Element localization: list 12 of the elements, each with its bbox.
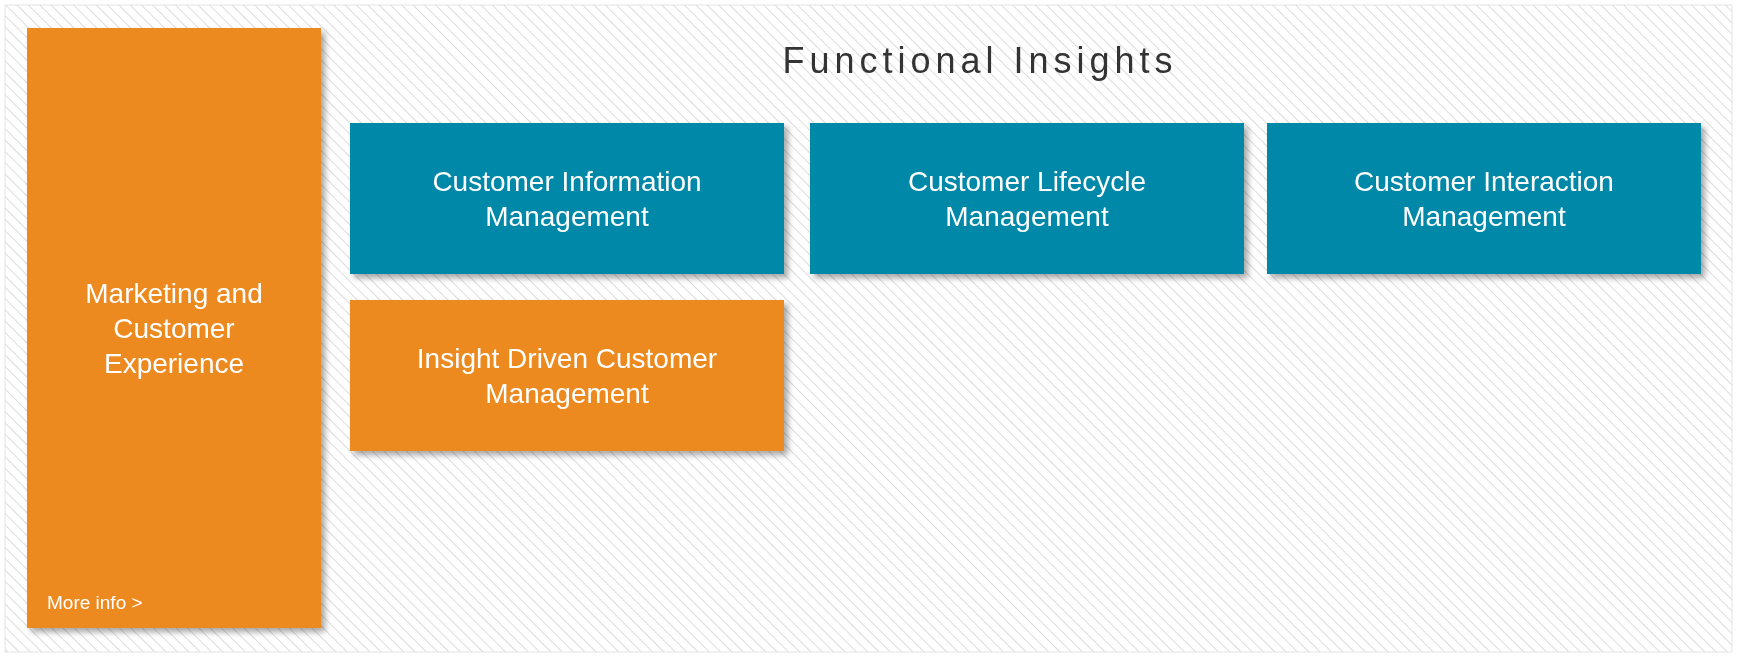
tile-label: Customer Information Management [431, 164, 703, 234]
tile-label: Customer Interaction Management [1353, 164, 1615, 234]
title: Functional Insights [781, 40, 1179, 82]
function-tile [810, 123, 1244, 274]
tile-label: Marketing and Customer Experience [84, 276, 264, 381]
category-tile [27, 28, 321, 628]
tile-label: Customer Lifecycle Management [906, 164, 1148, 234]
function-tile [350, 300, 784, 451]
more-info-link: More info > [47, 592, 143, 614]
function-tile [350, 123, 784, 274]
tile-label: Insight Driven Customer Management [415, 341, 719, 411]
function-tile [1267, 123, 1701, 274]
